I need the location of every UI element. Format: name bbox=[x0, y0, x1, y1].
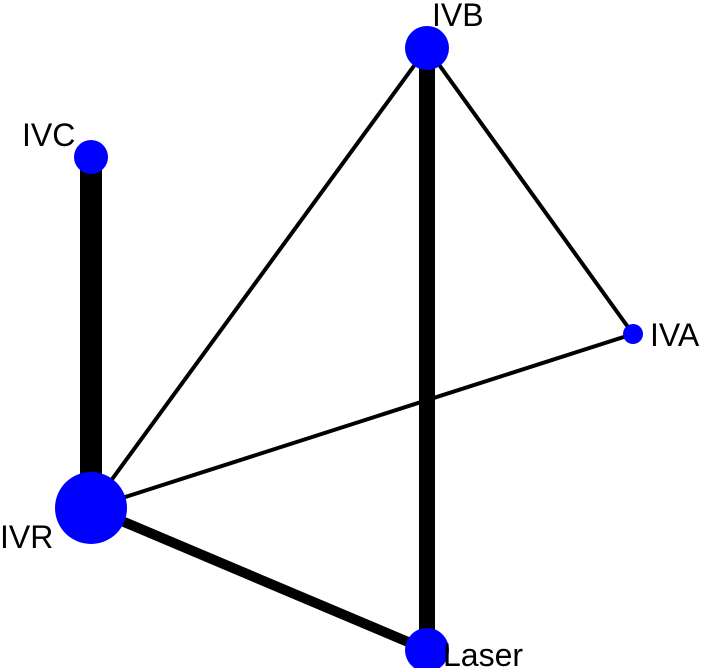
label-ivc: IVC bbox=[22, 117, 75, 153]
edge-ivr-iva bbox=[90, 332, 634, 510]
edge-ivb-iva bbox=[425, 46, 635, 336]
label-ivr: IVR bbox=[0, 519, 53, 555]
node-ivr bbox=[55, 472, 127, 544]
node-laser bbox=[405, 628, 449, 668]
edges-layer bbox=[80, 46, 635, 655]
label-iva: IVA bbox=[650, 317, 700, 353]
edge-ivr-laser bbox=[89, 503, 429, 655]
nodes-layer bbox=[55, 26, 643, 668]
label-laser: Laser bbox=[443, 637, 523, 668]
node-ivb bbox=[405, 26, 449, 70]
edge-ivr-ivb bbox=[89, 46, 429, 510]
label-ivb: IVB bbox=[432, 0, 484, 33]
node-ivc bbox=[74, 140, 108, 174]
node-iva bbox=[623, 324, 643, 344]
